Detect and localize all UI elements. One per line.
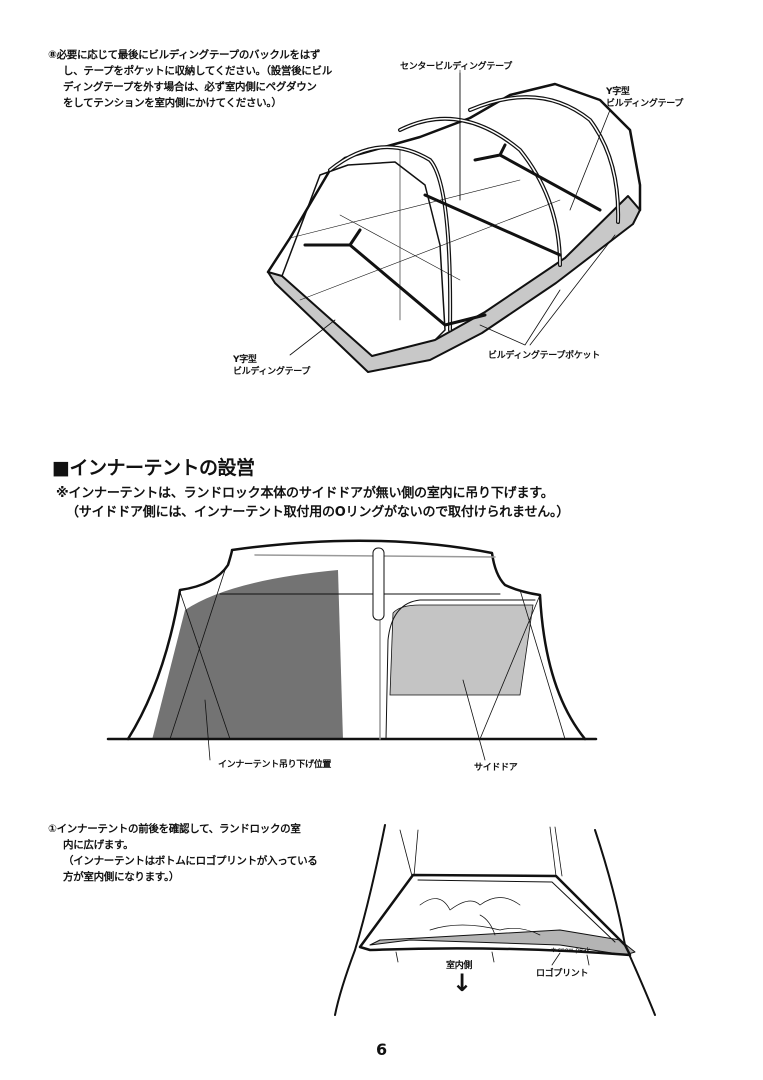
step-1-line-2: 内に広げます。	[63, 839, 134, 851]
center-building-tape-label: センタービルディングテープ	[400, 62, 512, 72]
step-8-line-2: し、テープをポケットに収納してください。（設営後にビル	[63, 65, 332, 77]
logo-print-mark: ✻ snow peak	[551, 947, 591, 954]
tent-side-view-illustration	[106, 539, 598, 761]
step-8-line-4: をしてテンションを室内側にかけてください。）	[63, 97, 282, 109]
step-8-instructions: ⑧必要に応じて最後にビルディングテープのバックルをはず し、テープをポケットに収…	[48, 47, 332, 111]
tape-pocket-label: ビルディングテープポケット	[488, 351, 600, 361]
tent-building-tape-illustration	[266, 69, 642, 373]
section-title-inner-tent-setup: ■インナーテントの設営	[52, 457, 255, 479]
inner-tent-position-label: インナーテント吊り下げ位置	[218, 760, 332, 770]
step-8-line-1: ⑧必要に応じて最後にビルディングテープのバックルをはず	[48, 49, 321, 61]
indoor-side-label: 室内側	[446, 961, 473, 971]
y-tape-right-label-2: ビルディングテープ	[606, 99, 684, 109]
step-1-line-4: 方が室内側になります。）	[63, 871, 180, 883]
arrow-down-icon: ↓	[452, 969, 473, 997]
side-door-label: サイドドア	[474, 763, 518, 773]
section-note-1: ※インナーテントは、ランドロック本体のサイドドアが無い側の室内に吊り下げます。	[56, 486, 554, 501]
inner-tent-floor-illustration: ✻ snow peak	[334, 824, 656, 1016]
y-tape-left-label-2: ビルディングテープ	[233, 367, 311, 377]
step-1-instructions: ①インナーテントの前後を確認して、ランドロックの室 内に広げます。 （インナーテ…	[48, 821, 318, 885]
step-1-line-3: （インナーテントはボトムにロゴプリントが入っている	[63, 855, 318, 867]
step-1-line-1: ①インナーテントの前後を確認して、ランドロックの室	[48, 823, 301, 835]
y-tape-left-label-1: Y字型	[233, 355, 257, 365]
y-tape-right-label-1: Y字型	[606, 87, 630, 97]
step-8-line-3: ディングテープを外す場合は、必ず室内側にペグダウン	[63, 81, 317, 93]
logo-print-label: ロゴプリント	[536, 969, 589, 979]
section-note-2: （サイドドア側には、インナーテント取付用のOリングがないので取付けられません。）	[66, 505, 570, 520]
page-number: 6	[376, 1040, 388, 1059]
